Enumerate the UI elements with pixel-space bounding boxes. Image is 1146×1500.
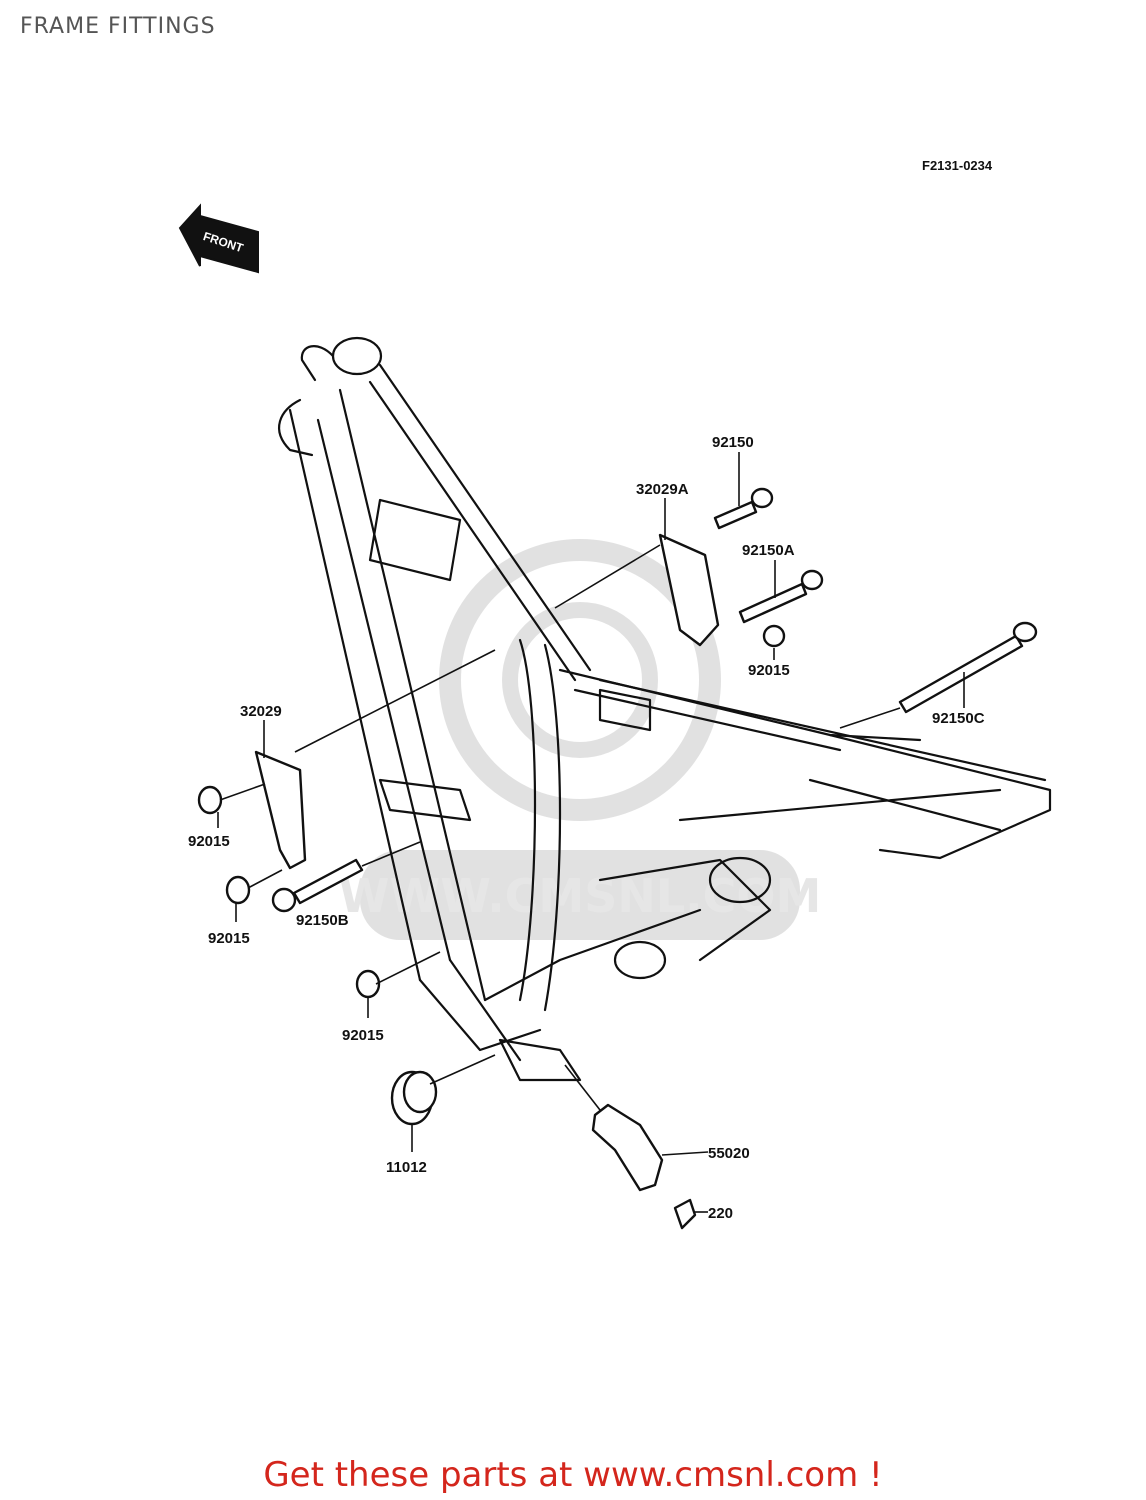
part-label-92015: 92015	[208, 930, 250, 947]
bracket-32029	[254, 750, 307, 870]
guard-55020	[591, 1103, 664, 1192]
part-label-92015: 92015	[342, 1027, 384, 1044]
bolt-92150A	[738, 569, 824, 624]
screw-220	[673, 1198, 697, 1230]
part-label-92150A: 92150A	[742, 542, 795, 559]
nut-92015-left-mid	[225, 875, 251, 905]
part-label-32029A: 32029A	[636, 481, 689, 498]
part-labels: 92150 32029A 92150A 92015 92150C 32029 9…	[188, 434, 985, 1222]
bolt-92150B	[271, 858, 364, 913]
nut-92015-left-upper	[197, 785, 223, 815]
part-label-55020: 55020	[708, 1145, 750, 1162]
bolt-92150C	[898, 621, 1038, 714]
nut-92015-left-lower	[355, 969, 381, 999]
nut-92015-right	[762, 624, 786, 648]
part-label-92150: 92150	[712, 434, 754, 451]
part-label-220: 220	[708, 1205, 733, 1222]
part-label-92150B: 92150B	[296, 912, 349, 929]
part-label-92015: 92015	[188, 833, 230, 850]
watermark: WWW.CMSNL.COM	[340, 539, 820, 940]
part-label-92015: 92015	[748, 662, 790, 679]
page-title: FRAME FITTINGS	[20, 14, 216, 39]
part-label-92150C: 92150C	[932, 710, 985, 727]
leader-lines	[217, 452, 965, 1213]
part-label-32029: 32029	[240, 703, 282, 720]
diagram-code: F2131-0234	[922, 158, 993, 173]
footer-link[interactable]: Get these parts at www.cmsnl.com !	[263, 1455, 883, 1495]
part-label-11012: 11012	[386, 1159, 427, 1176]
watermark-text: WWW.CMSNL.COM	[340, 869, 820, 923]
front-arrow-icon: FRONT	[178, 203, 259, 274]
motorcycle-frame	[278, 336, 1052, 1082]
plug-11012	[390, 1070, 438, 1126]
bracket-32029A	[658, 533, 720, 647]
bolt-92150	[713, 487, 774, 530]
